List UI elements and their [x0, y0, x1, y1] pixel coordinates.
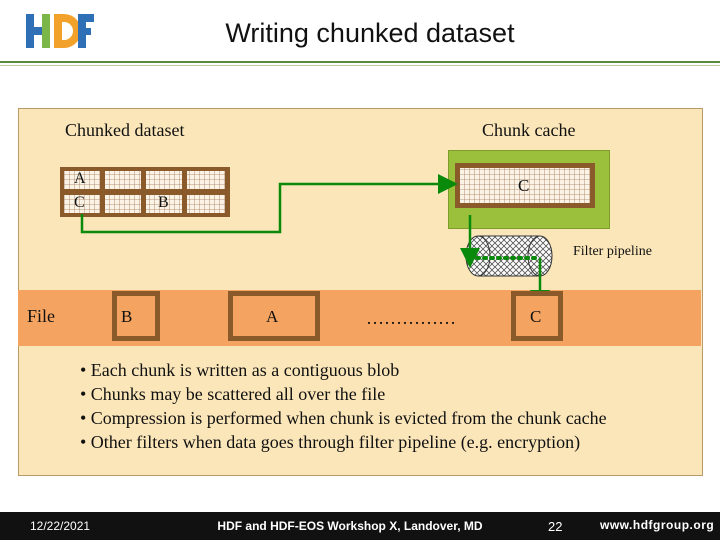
chunk-cell [187, 195, 225, 213]
file-chunk-b [112, 291, 160, 341]
file-chunk-a-label: A [266, 307, 279, 326]
page-number: 22 [548, 519, 563, 534]
chunked-dataset-grid [60, 167, 230, 217]
hdf-logo [26, 14, 94, 48]
chunk-cell [64, 171, 100, 189]
file-chunk-b-label: B [121, 307, 133, 326]
chunked-dataset-label: Chunked dataset [65, 120, 185, 140]
chunk-cell [105, 195, 141, 213]
dataset-chunk-c-label: C [74, 194, 85, 211]
slide-title: Writing chunked dataset [225, 18, 515, 48]
filter-pipeline-label: Filter pipeline [573, 244, 652, 259]
bullet-item: • Chunks may be scattered all over the f… [80, 384, 386, 404]
dataset-chunk-a-label: A [74, 170, 86, 187]
cache-chunk-c-label: C [518, 176, 530, 195]
footer-bar: 12/22/2021 HDF and HDF-EOS Workshop X, L… [0, 512, 720, 540]
chunk-cell [146, 195, 182, 213]
bullet-list: • Each chunk is written as a contiguous … [80, 358, 700, 454]
chunk-cell [64, 195, 100, 213]
bullet-item: • Compression is performed when chunk is… [80, 408, 607, 428]
file-chunk-c [511, 291, 563, 341]
header-rule [0, 61, 720, 63]
header-rule-thin [0, 65, 720, 66]
dataset-chunk-b-label: B [158, 194, 169, 211]
chunk-cache-label: Chunk cache [482, 120, 576, 140]
file-ellipsis: …………… [366, 308, 456, 328]
chunk-cell [105, 171, 141, 189]
footer-event: HDF and HDF-EOS Workshop X, Landover, MD [217, 519, 483, 533]
footer-url: www.hdfgroup.org [600, 518, 715, 532]
footer-date: 12/22/2021 [30, 519, 91, 533]
bullet-item: • Other filters when data goes through f… [80, 432, 581, 452]
arrow-to-cache [80, 174, 458, 234]
bullet-item: • Each chunk is written as a contiguous … [80, 360, 400, 380]
file-chunk-a [228, 291, 320, 341]
file-chunk-c-label: C [530, 307, 542, 326]
chunk-cell [187, 171, 225, 189]
chunk-cell [146, 171, 182, 189]
file-label: File [27, 306, 56, 326]
cached-chunk [455, 163, 595, 208]
